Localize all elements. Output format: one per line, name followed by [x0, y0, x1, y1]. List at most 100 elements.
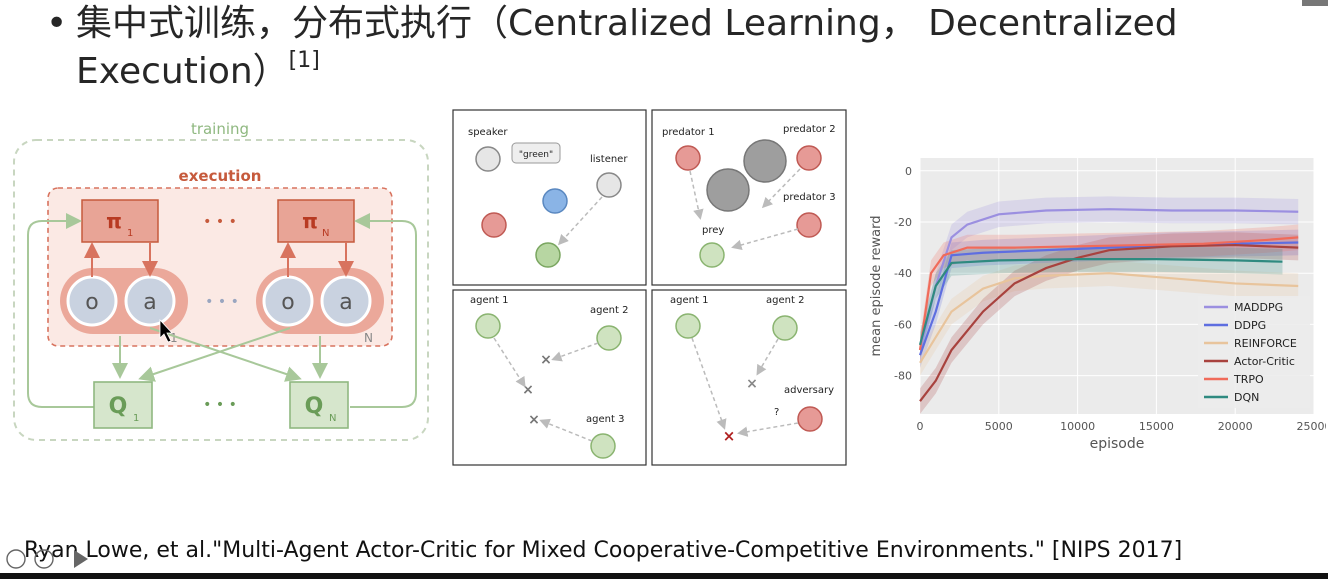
predator-1	[675, 145, 701, 171]
x-axis-label: episode	[1090, 436, 1145, 452]
legend-label-4: TRPO	[1233, 373, 1264, 386]
obs-label-n: o	[281, 290, 294, 315]
coop-agent2-label: agent 2	[590, 305, 628, 316]
heading-line-1: 集中式训练，分布式执行（Centralized Learning， Decent…	[76, 3, 1178, 44]
chart-ticks: 05000100001500020000250000-20-40-60-80	[894, 165, 1326, 433]
act-label-n: a	[339, 290, 352, 315]
policy-label-n: π	[302, 209, 318, 233]
target-x-3: ×	[528, 412, 540, 428]
policy-box-1	[81, 199, 159, 243]
coop-path-1	[493, 337, 526, 388]
series-band-5	[920, 246, 1283, 358]
adversary-question: ?	[774, 407, 779, 418]
speech-bubble-text: "green"	[519, 150, 553, 160]
x-tick-label-3: 15000	[1139, 420, 1174, 433]
speaker-label: speaker	[468, 127, 508, 138]
predator2-path	[761, 168, 801, 209]
landmark-red	[481, 212, 507, 238]
adversary-label: adversary	[784, 385, 834, 396]
citation: Ryan Lowe, et al."Multi-Agent Actor-Crit…	[24, 538, 1183, 563]
prey-agent	[699, 242, 725, 268]
series-line-2	[919, 272, 1299, 364]
execution-label: execution	[179, 167, 262, 185]
y-tick-label-1: -20	[894, 216, 912, 229]
y-tick-label-2: -40	[894, 267, 912, 280]
legend-box	[1198, 296, 1310, 408]
predator1-path	[689, 170, 704, 220]
obstacle-small	[706, 168, 750, 212]
adversary-agent	[797, 406, 823, 432]
landmark-green	[535, 242, 561, 268]
critic-sub-1: 1	[133, 413, 139, 424]
coop-path-3	[539, 418, 593, 442]
legend-label-1: DDPG	[1234, 319, 1266, 332]
series-band-1	[920, 229, 1299, 368]
coop-agent-1	[475, 313, 501, 339]
predator-2	[796, 145, 822, 171]
adv-agent-1	[675, 313, 701, 339]
obs-label-1: o	[85, 290, 98, 315]
legend-label-3: Actor-Critic	[1234, 355, 1295, 368]
target-x-2: ×	[522, 382, 534, 398]
landmark-blue	[542, 188, 568, 214]
series-band-0	[920, 196, 1299, 363]
listener-agent	[596, 172, 622, 198]
adv-agent2-label: agent 2	[766, 295, 804, 306]
speech-bubble	[511, 142, 561, 164]
policy-sub-n: N	[322, 228, 329, 239]
x-tick-label-4: 20000	[1218, 420, 1253, 433]
series-line-5	[918, 258, 1283, 346]
coop-agent1-label: agent 1	[470, 295, 508, 306]
bullet: •	[46, 3, 68, 44]
listener-label: listener	[590, 154, 628, 165]
adv-agent-2	[772, 315, 798, 341]
video-controls[interactable]	[4, 546, 94, 572]
critic-box-n	[289, 381, 349, 429]
speaker-agent	[475, 146, 501, 172]
decoy-x: ×	[746, 376, 758, 392]
y-tick-label-3: -60	[894, 318, 912, 331]
policy-sub-1: 1	[127, 228, 133, 239]
x-tick-label-2: 10000	[1060, 420, 1095, 433]
y-axis-label: mean episode reward	[869, 216, 884, 357]
reference-marker: [1]	[288, 48, 320, 73]
training-box	[13, 139, 429, 441]
x-tick-label-1: 5000	[985, 420, 1013, 433]
scenario-panels: speaker "green" listener predator 1 pred…	[452, 109, 847, 466]
play-button-icon[interactable]	[74, 550, 88, 568]
legend-label-0: MADDPG	[1234, 301, 1283, 314]
adversary-path	[737, 422, 799, 437]
predator3-label: predator 3	[783, 192, 836, 203]
settings-button-icon[interactable]	[34, 549, 54, 569]
legend-label-2: REINFORCE	[1234, 337, 1297, 350]
x-tick-label-0: 0	[917, 420, 924, 433]
policy-ellipsis: • • •	[203, 214, 237, 230]
predator1-label: predator 1	[662, 127, 715, 138]
series-line-4	[918, 236, 1299, 351]
training-label: training	[191, 120, 249, 138]
legend-label-5: DQN	[1234, 391, 1259, 404]
agent-index-1: 1	[170, 331, 178, 345]
act-node-1	[124, 275, 176, 327]
agent-ellipsis: • • •	[205, 294, 239, 310]
prey-label: prey	[702, 225, 724, 236]
adv-path-1	[691, 337, 727, 430]
target-x-1: ×	[540, 352, 552, 368]
policy-label-1: π	[106, 209, 122, 233]
coop-path-2	[551, 342, 599, 362]
critic-sub-n: N	[329, 413, 336, 424]
adv-agent1-label: agent 1	[670, 295, 708, 306]
q1-to-policy-loop	[27, 213, 94, 408]
agentn-to-q1-arrow	[138, 327, 291, 382]
series-line-3	[919, 243, 1299, 402]
goal-x: ×	[723, 427, 736, 445]
reward-chart: 05000100001500020000250000-20-40-60-80 e…	[869, 158, 1326, 452]
corner-thumbnail	[1302, 0, 1328, 6]
chart-series-lines	[918, 208, 1299, 402]
subtitle-button-icon[interactable]	[6, 549, 26, 569]
qn-to-policy-loop	[350, 213, 417, 408]
listener-path	[557, 196, 603, 246]
critic-ellipsis: • • •	[203, 397, 237, 413]
critic-label-1: Q	[109, 394, 128, 419]
